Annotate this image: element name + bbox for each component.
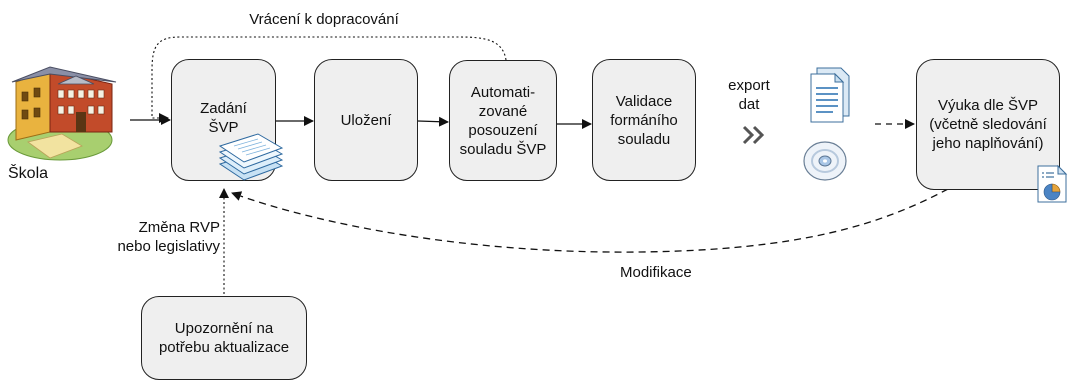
report-chart-icon: [1036, 164, 1068, 204]
auto-line-2: zované: [478, 102, 528, 120]
change-rvp-label: Změna RVP nebo legislativy: [114, 218, 220, 256]
skola-label: Škola: [8, 165, 49, 182]
ulozeni-label: Uložení: [340, 111, 392, 129]
modifikace-label: Modifikace: [620, 264, 692, 281]
zadani-line-2: ŠVP: [208, 119, 239, 136]
school-building-icon: [6, 62, 128, 162]
arrow-ulozeni-to-auto: [417, 116, 449, 127]
auto-line-1: Automati-: [470, 83, 536, 101]
vyuka-box: Výuka dle ŠVP (včetně sledování jeho nap…: [916, 59, 1060, 190]
upoz-line-2: potřebu aktualizace: [158, 339, 290, 356]
double-chevron-right-icon: [741, 124, 767, 146]
document-stack-icon: [214, 130, 288, 186]
return-loop-label: Vrácení k dopracování: [249, 11, 399, 28]
change-rvp-line-1: Změna RVP: [138, 219, 220, 236]
valid-line-1: Validace: [615, 92, 673, 110]
files-icon: [807, 64, 855, 124]
automatizovane-box: Automati- zované posouzení souladu ŠVP: [449, 60, 557, 181]
export-line-2: dat: [738, 96, 760, 113]
zadani-line-1: Zadání: [200, 100, 247, 117]
change-rvp-line-2: nebo legislativy: [117, 238, 220, 255]
auto-line-4: souladu ŠVP: [459, 140, 547, 158]
cd-disc-icon: [802, 140, 848, 182]
upozorneni-box: Upozornění na potřebu aktualizace: [141, 296, 307, 380]
vyuka-line-2: (včetně sledování: [929, 116, 1047, 133]
vyuka-line-1: Výuka dle ŠVP: [937, 97, 1039, 114]
valid-line-3: souladu: [617, 130, 671, 148]
upoz-line-1: Upozornění na: [174, 320, 274, 337]
ulozeni-box: Uložení: [314, 59, 418, 181]
validace-box: Validace formáního souladu: [592, 59, 696, 181]
export-line-1: export: [728, 77, 770, 94]
export-label: export dat: [727, 76, 771, 114]
auto-line-3: posouzení: [468, 121, 538, 139]
valid-line-2: formáního: [610, 111, 678, 129]
modifikace-curve: [231, 188, 949, 253]
return-loop-path: [151, 36, 507, 123]
vyuka-line-3: jeho naplňování): [932, 135, 1044, 152]
